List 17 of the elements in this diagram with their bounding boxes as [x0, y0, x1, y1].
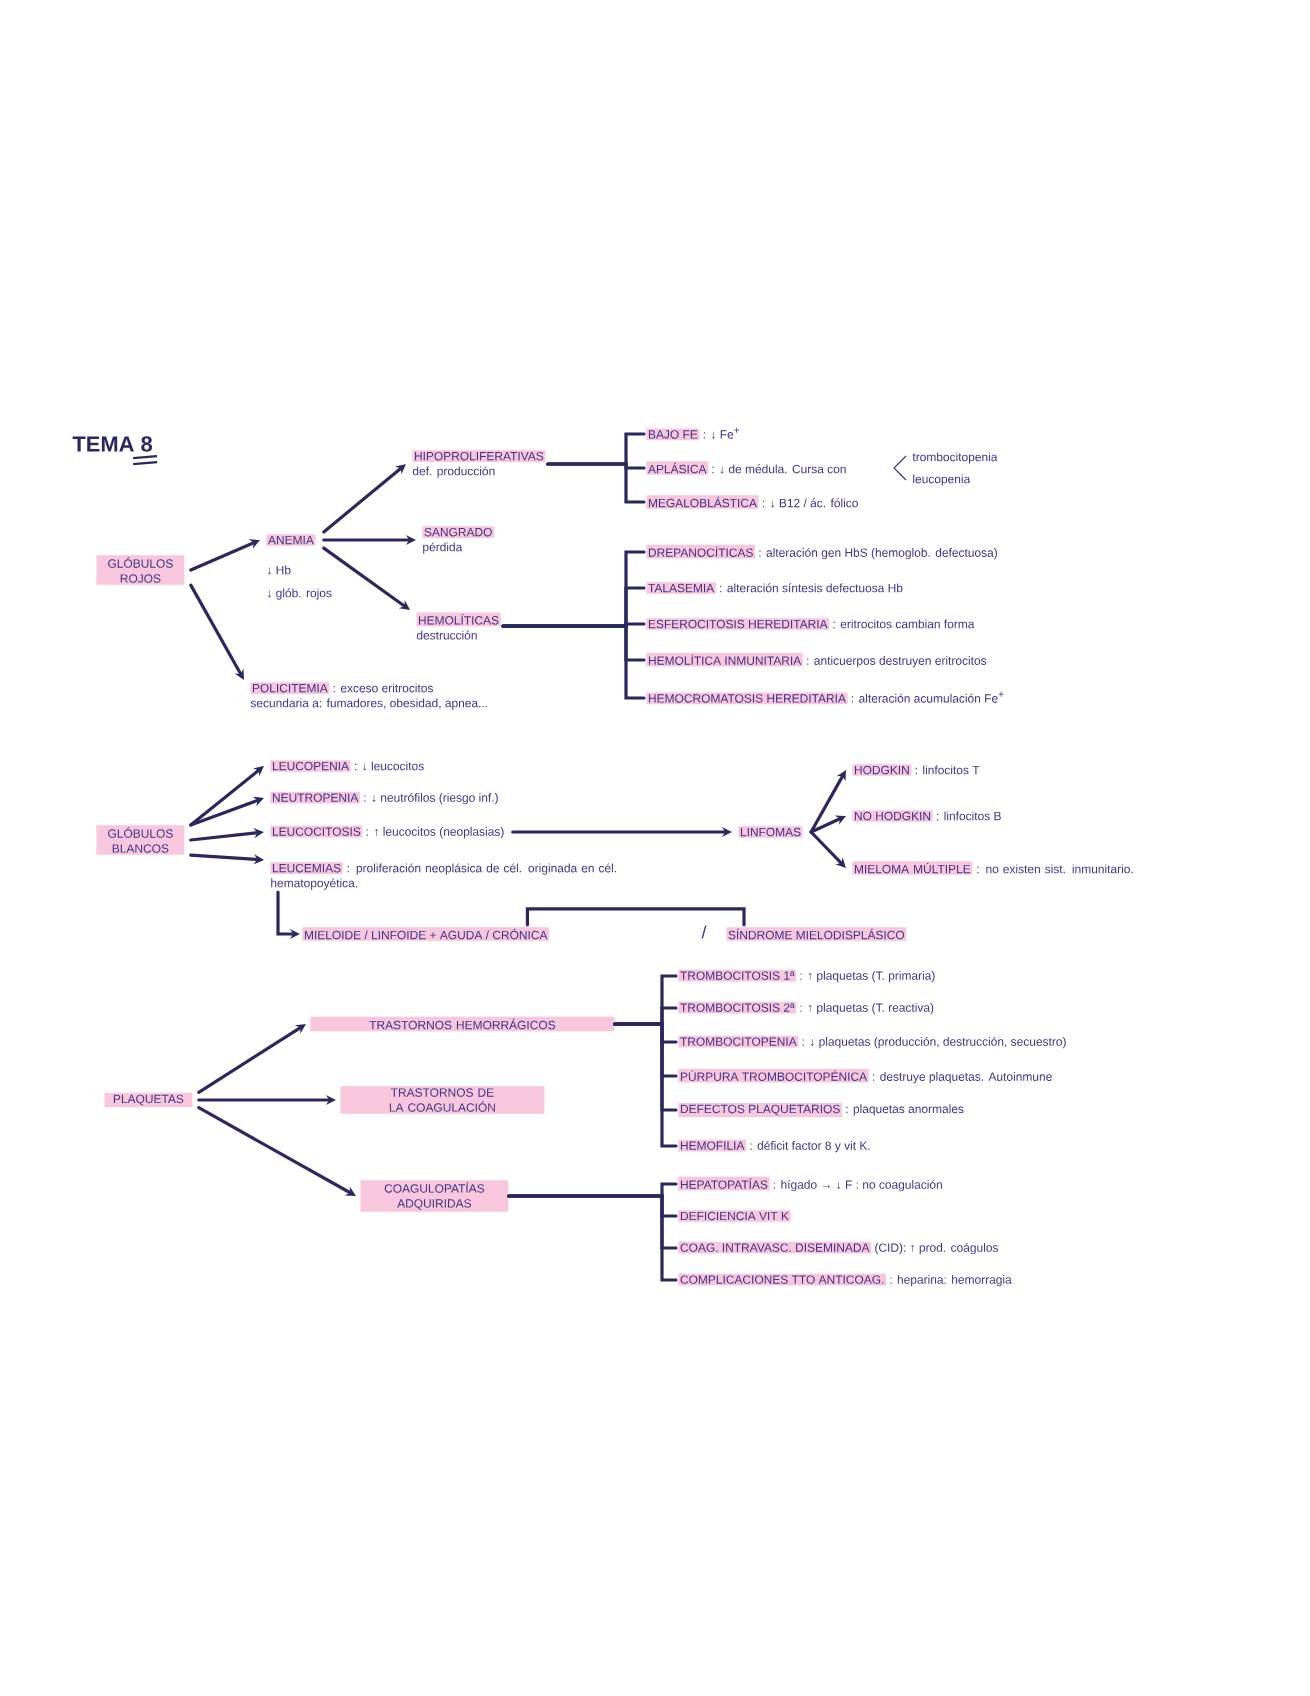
arrow: [809, 815, 846, 834]
arrow: [189, 583, 244, 680]
arrow: [197, 1024, 306, 1094]
arrow: [189, 796, 264, 827]
bracket-connector: [613, 1022, 678, 1148]
arrow: [809, 770, 846, 834]
bracket-connector: [546, 462, 646, 504]
arrow: [189, 539, 260, 572]
title: TEMA 8: [72, 436, 153, 452]
arrow: [197, 1106, 356, 1196]
arrow: [189, 766, 264, 827]
arrow: [322, 464, 406, 534]
bracket-connector: [507, 1194, 678, 1282]
arrow: [809, 830, 846, 868]
separator-text: /: [701, 925, 707, 939]
bracket-connector: [501, 624, 646, 700]
bracket-connector: [525, 907, 746, 927]
